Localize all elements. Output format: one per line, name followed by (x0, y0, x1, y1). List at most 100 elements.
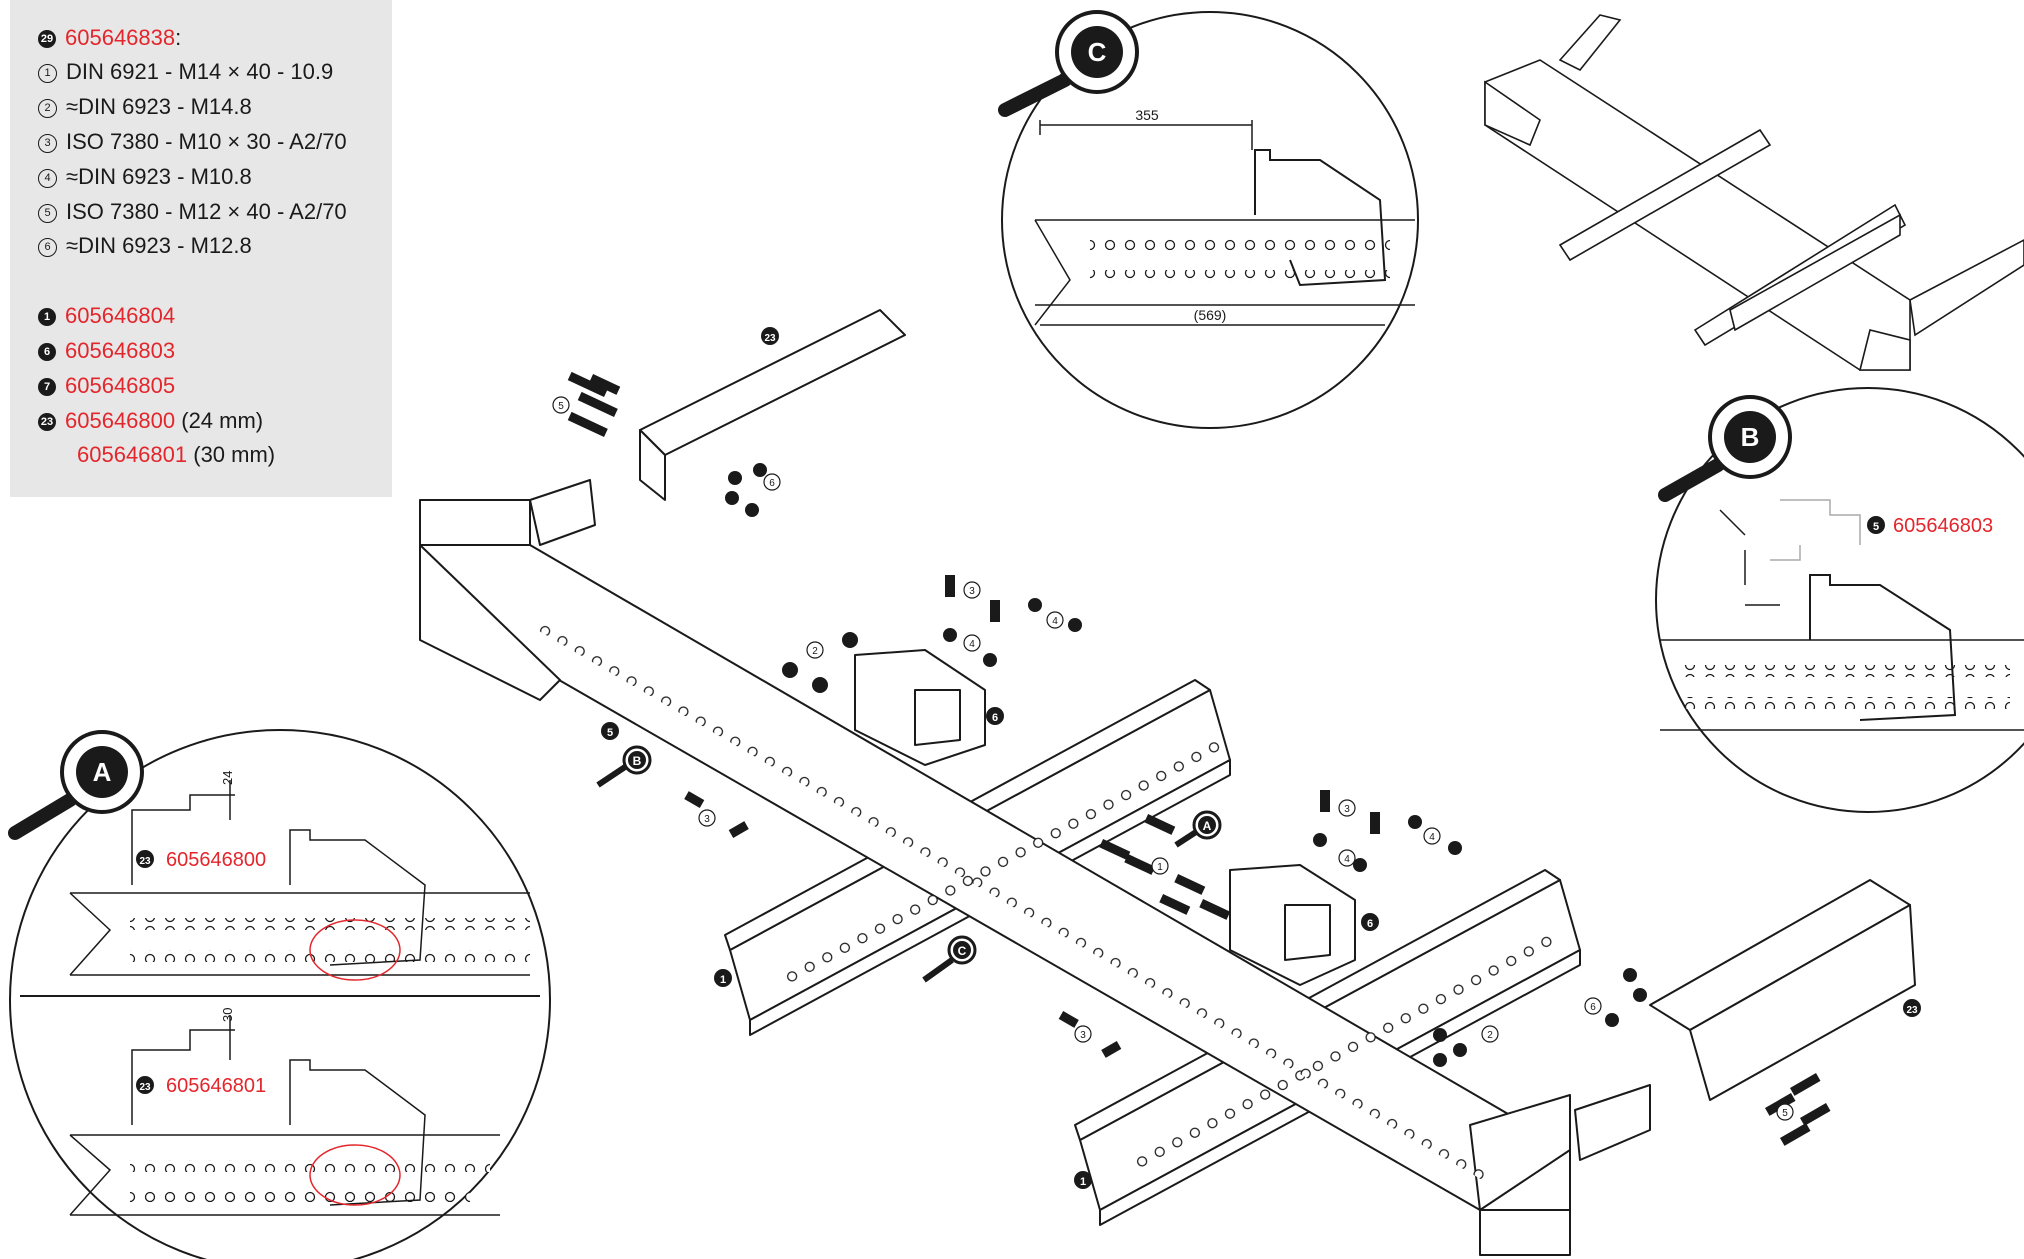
callout-part-5: 5 (601, 722, 619, 740)
svg-text:23: 23 (1906, 1005, 1918, 1016)
part-number: 605646804 (65, 303, 176, 328)
part-number-badge: 29 (38, 30, 56, 49)
callout-hw-2: 2 (1487, 1030, 1493, 1041)
hardware-item: 6 ≈DIN 6923 - M12.8 (38, 232, 252, 260)
main-beam (419, 499, 1571, 1256)
callout-hw-3: 3 (1080, 1030, 1086, 1041)
profile-23-upper (639, 309, 906, 501)
part-item: 23 605646800 (24 mm) (38, 407, 263, 435)
svg-text:B: B (1741, 422, 1760, 452)
bracket-6-upper (854, 649, 986, 766)
svg-text:A: A (93, 757, 112, 787)
part-number-badge: 6 (38, 343, 56, 362)
hardware-spec: ≈DIN 6923 - M12.8 (66, 233, 252, 258)
hardware-spec: ISO 7380 - M12 × 40 - A2/70 (66, 199, 347, 224)
callout-part-23: 23 (761, 327, 779, 345)
callout-hw-4: 4 (1429, 832, 1435, 843)
svg-text:6: 6 (1367, 918, 1373, 930)
detail-b-ref-badge (1867, 516, 1885, 534)
callout-hw-3: 3 (704, 814, 710, 825)
detail-c: 355 (569) C (998, 10, 1419, 429)
part-number-badge: 7 (38, 378, 56, 397)
part-number-badge: 23 (38, 413, 56, 432)
magnifier-marker-c: C (922, 935, 977, 983)
hardware-item: 3 ISO 7380 - M10 × 30 - A2/70 (38, 128, 347, 156)
hole-rows (534, 620, 1558, 1182)
hardware-number: 6 (38, 237, 57, 257)
hardware-number: 2 (38, 98, 57, 118)
callout-hw-4: 4 (1052, 616, 1058, 627)
callout-part-1: 1 (1074, 1171, 1092, 1189)
detail-a-upper-part: 605646800 (166, 849, 266, 871)
part-number: 605646801 (77, 442, 188, 467)
detail-c-dim-top: 355 (1135, 107, 1159, 123)
part-item: 605646801 (30 mm) (77, 441, 275, 469)
hardware-item: 4 ≈DIN 6923 - M10.8 (38, 163, 252, 191)
callout-hw-3: 3 (1344, 804, 1350, 815)
hardware-spec: ≈DIN 6923 - M10.8 (66, 164, 252, 189)
callout-part-23: 23 (1903, 999, 1921, 1017)
main-callouts: 23 23 6 6 5 1 1 (552, 327, 1921, 1189)
magnifier-a: A (8, 730, 144, 840)
hardware-spec: ≈DIN 6923 - M14.8 (66, 94, 252, 119)
detail-a-upper-ref-num: 23 (139, 856, 151, 867)
svg-text:6: 6 (992, 712, 998, 724)
svg-text:23: 23 (764, 333, 776, 344)
detail-a: 24 30 23 605646800 23 605646801 A (8, 729, 551, 1259)
hardware-number: 3 (38, 133, 57, 153)
main-assembly (419, 309, 1916, 1256)
svg-text:C: C (1088, 37, 1107, 67)
detail-c-dim-bottom: (569) (1194, 307, 1227, 323)
svg-text:C: C (958, 944, 967, 958)
part-size-note: (30 mm) (187, 442, 276, 467)
profile-23-lower (1649, 879, 1916, 1101)
hardware-spec: ISO 7380 - M10 × 30 - A2/70 (66, 129, 347, 154)
hardware-spec: DIN 6921 - M14 × 40 - 10.9 (66, 59, 334, 84)
callout-part-1: 1 (714, 969, 732, 987)
detail-b-ref-num: 5 (1873, 521, 1879, 533)
hardware-number: 5 (38, 203, 57, 223)
part-item: 7 605646805 (38, 372, 175, 400)
callout-hw-4: 4 (969, 639, 975, 650)
hardware-number: 4 (38, 168, 57, 188)
detail-a-dim-30: 30 (220, 1008, 235, 1022)
detail-a-lower-ref-num: 23 (139, 1082, 151, 1093)
svg-text:B: B (633, 754, 642, 768)
svg-text:5: 5 (607, 727, 613, 739)
svg-text:A: A (1203, 819, 1212, 833)
part-number: 605646805 (65, 373, 176, 398)
callout-hw-4: 4 (1344, 854, 1350, 865)
callout-hw-6: 6 (1590, 1002, 1596, 1013)
end-bracket-left (529, 479, 596, 546)
detail-a-lower-part: 605646801 (166, 1075, 266, 1097)
part-number-badge: 1 (38, 308, 56, 327)
end-bracket-right (1574, 1084, 1651, 1161)
callout-hw-2: 2 (812, 646, 818, 657)
kit-part-number: 605646838 (65, 25, 176, 50)
hardware-item: 2 ≈DIN 6923 - M14.8 (38, 93, 252, 121)
magnifier-marker-a: A (1174, 810, 1222, 848)
magnifier-b: B (1658, 395, 1792, 502)
part-number: 605646803 (65, 338, 176, 363)
part-item: 6 605646803 (38, 337, 175, 365)
detail-c-content (1034, 120, 1415, 326)
callout-part-6: 6 (986, 707, 1004, 725)
part-number: 605646800 (65, 408, 176, 433)
overview-assembly (1484, 14, 2024, 371)
callout-hw-5: 5 (1782, 1108, 1788, 1119)
fasteners (567, 371, 1831, 1146)
callout-hw-3: 3 (969, 586, 975, 597)
part-size-note: (24 mm) (175, 408, 264, 433)
hardware-item: 5 ISO 7380 - M12 × 40 - A2/70 (38, 198, 347, 226)
detail-b: 5 605646803 B (1655, 387, 2024, 813)
svg-text:1: 1 (720, 974, 726, 986)
svg-text:1: 1 (1080, 1176, 1086, 1188)
parts-list-header: 29 605646838: (38, 24, 181, 52)
callout-hw-5: 5 (558, 401, 564, 412)
hardware-number: 1 (38, 63, 57, 83)
magnifier-c: C (998, 10, 1139, 117)
header-colon: : (175, 25, 182, 50)
callout-hw-6: 6 (769, 478, 775, 489)
callout-hw-1: 1 (1157, 862, 1163, 873)
